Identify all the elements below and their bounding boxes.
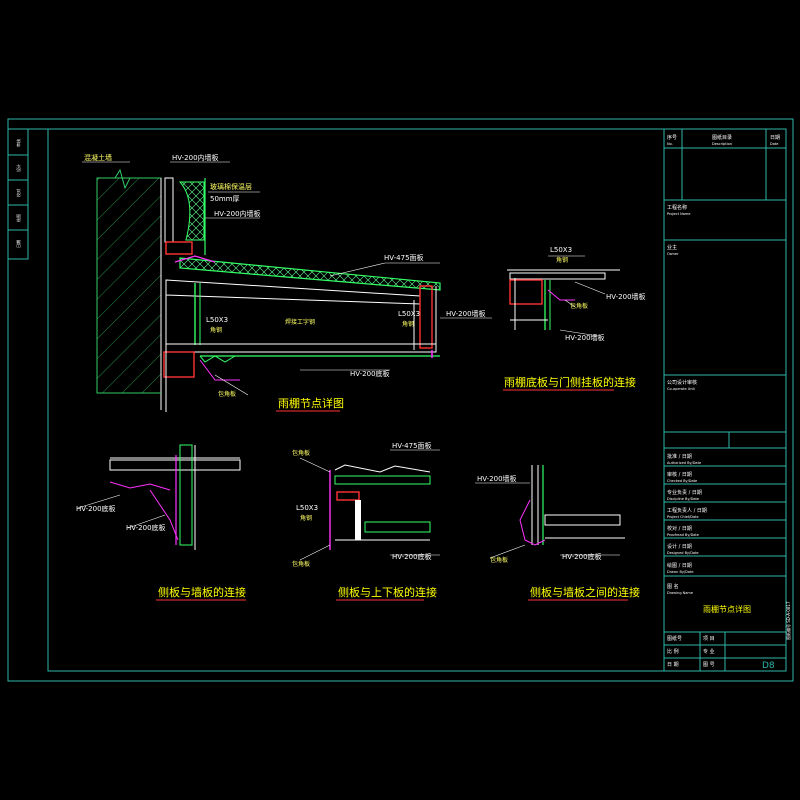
label-top-panel: HV-200内墙板 <box>172 153 219 162</box>
tb-header-no-sub: No. <box>667 142 673 146</box>
tr-label-bottom: HV-200墙板 <box>565 333 605 342</box>
main-detail-title: 雨棚节点详图 <box>278 396 344 410</box>
tb-bottom-left: 图纸号 <box>667 635 682 642</box>
tb-row-sub: Designed By/Date <box>667 551 699 555</box>
tb-project-name: 工程名称 <box>667 204 687 211</box>
tb-bottom-left: 比 例 <box>667 648 679 655</box>
detail-bottom-2: 包角板 HV-475面板 L50X3 角钢 包角板 HV-200底板 侧板与上下… <box>292 441 440 601</box>
b3-title: 侧板与墙板之间的连接 <box>530 585 640 599</box>
label-steel: 焊接工字钢 <box>285 318 315 326</box>
detail-top-right: L50X3 角钢 包角板 HV-200墙板 HV-200墙板 雨棚底板与门侧挂板… <box>503 246 646 391</box>
tb-header-no: 序号 <box>667 134 677 141</box>
tb-bottom-right: 项 目 <box>703 636 715 642</box>
b2-title: 侧板与上下板的连接 <box>338 585 437 599</box>
roof-panel <box>179 257 441 291</box>
tb-drawing-name-sub: Drawing Name <box>667 591 693 595</box>
tb-header-date-sub: Date <box>770 142 778 146</box>
left-strip-label: 校对 <box>15 189 21 197</box>
label-concrete: 混凝土墙 <box>84 153 112 162</box>
tb-row-sub: Checked By/Date <box>667 479 697 483</box>
b1-title: 侧板与墙板的连接 <box>158 585 246 599</box>
left-strip-label: 绘图 <box>15 214 21 222</box>
label-angle-right: L50X3 <box>398 310 420 318</box>
left-strip: 审核 设计 校对 绘图 日期 <box>7 128 29 260</box>
tr-label-wall: HV-200墙板 <box>606 292 646 301</box>
tb-row-label: 批准 / 日期 <box>667 453 692 460</box>
label-angle-right-sub: 角钢 <box>402 320 414 328</box>
main-detail: 混凝土墙 HV-200内墙板 玻璃棉保温层 50mm厚 HV-200内墙板 HV… <box>82 153 492 412</box>
tb-sheet-code: D8 <box>762 661 775 671</box>
label-roof: HV-475面板 <box>384 253 424 262</box>
tb-row-label: 校对 / 日期 <box>667 525 692 532</box>
tb-row-label: 审核 / 日期 <box>667 471 692 478</box>
left-strip-label: 审核 <box>15 139 21 147</box>
b2-label-angle: L50X3 <box>296 504 318 512</box>
tb-row-label: 工程负责人 / 日期 <box>667 507 707 514</box>
concrete-break-line <box>97 168 161 190</box>
label-right-panel: HV-200墙板 <box>446 309 486 318</box>
left-strip-label: 日期 <box>15 240 21 248</box>
tr-title: 雨棚底板与门侧挂板的连接 <box>504 375 636 389</box>
label-wall-panel: HV-200内墙板 <box>214 209 261 218</box>
tb-bottom-left: 日 期 <box>667 662 679 668</box>
left-strip-label: 设计 <box>15 164 21 172</box>
b3-label-flash: 包角板 <box>490 556 508 564</box>
label-thickness: 50mm厚 <box>210 195 240 203</box>
tb-approval-sub: Co-operate Unit <box>667 387 695 391</box>
b1-label-a: HV-200底板 <box>76 504 116 513</box>
tb-drawing-name: 雨棚节点详图 <box>703 604 751 614</box>
tb-row-sub: Proofread By/Date <box>667 533 699 537</box>
tb-header-desc-sub: Description <box>712 142 732 146</box>
label-bottom-panel: HV-200底板 <box>350 369 390 378</box>
title-block: 序号 No. 图纸目录 Description 日期 Date 工程名称 Pro… <box>663 128 791 672</box>
b2-label-roof: HV-475面板 <box>392 441 432 450</box>
tr-label-flashing: 包角板 <box>570 302 588 310</box>
tb-right-vertical: 图纸编号 SD-A-0817 <box>785 601 791 640</box>
tb-row-sub: Project Chief/Date <box>667 515 699 519</box>
tb-row-label: 设计 / 日期 <box>667 543 692 550</box>
tb-header-date: 日期 <box>770 135 780 141</box>
b2-label-bottom: HV-200底板 <box>392 552 432 561</box>
label-insulation: 玻璃棉保温层 <box>210 182 252 191</box>
label-flashing: 包角板 <box>218 390 236 398</box>
tb-bottom-right: 专 业 <box>703 648 715 655</box>
detail-bottom-3: HV-200墙板 包角板 HV-200底板 侧板与墙板之间的连接 <box>475 465 640 601</box>
b2-label-top-flash: 包角板 <box>292 449 310 457</box>
detail-bottom-1: HV-200底板 HV-200底板 侧板与墙板的连接 <box>76 444 246 601</box>
bottom-panel <box>165 343 437 353</box>
b2-label-angle-sub: 角钢 <box>300 514 312 522</box>
upper-wall-panel <box>164 177 174 243</box>
b3-label-wall: HV-200墙板 <box>477 474 517 483</box>
tb-row-label: 绘图 / 日期 <box>667 562 692 569</box>
b1-label-b: HV-200底板 <box>126 523 166 532</box>
tb-client-sub: Owner <box>667 252 679 256</box>
concrete-wall <box>96 177 162 394</box>
tb-project-name-sub: Project Name <box>667 212 690 216</box>
tb-row-sub: Discipline By/Date <box>667 497 699 501</box>
tr-label-angle: L50X3 <box>550 246 572 254</box>
tb-client: 业主 <box>667 244 677 251</box>
tb-drawing-name-label: 图 名 <box>667 583 679 590</box>
insulation-upper <box>178 181 205 241</box>
tb-row-sub: Drawn By/Date <box>667 570 694 574</box>
tr-label-angle-sub: 角钢 <box>556 256 568 264</box>
tb-row-sub: Authorized By/Date <box>667 461 701 465</box>
tb-bottom-right: 图 号 <box>703 662 715 668</box>
b3-label-bottom: HV-200底板 <box>562 552 602 561</box>
tb-row-label: 专业负责 / 日期 <box>667 489 702 496</box>
tb-header-desc: 图纸目录 <box>712 134 732 141</box>
label-angle-left: L50X3 <box>206 316 228 324</box>
tb-approval: 公司设计审核 <box>667 379 697 386</box>
label-angle-left-sub: 角钢 <box>210 326 222 334</box>
b2-label-bottom-flash: 包角板 <box>292 560 310 568</box>
